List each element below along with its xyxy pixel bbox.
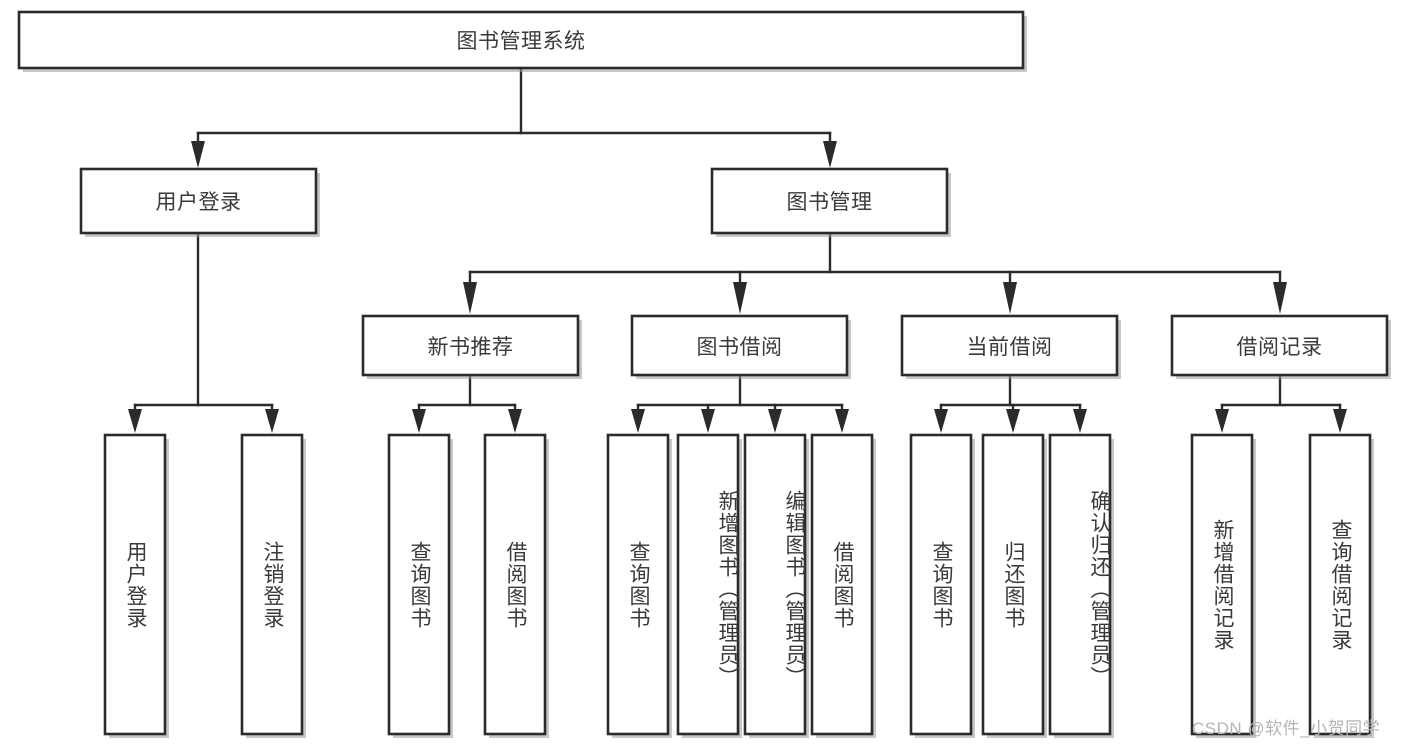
arrow-head-leaf-user-login: [128, 409, 142, 433]
connector-group-borrowrecord-to-leaves: [1215, 373, 1347, 433]
arrow-head-leaf-borrow-book-2: [835, 409, 849, 433]
node-leaf-borrow-book-2-box[interactable]: [810, 433, 876, 738]
arrow-head-leaf-add-book-admin: [701, 409, 715, 433]
arrow-head-current-borrow: [1003, 282, 1017, 314]
arrow-head-leaf-borrow-book-1: [508, 409, 522, 433]
node-leaf-confirm-return-admin-box[interactable]: [1048, 433, 1114, 738]
arrow-head-leaf-query-borrow-record: [1333, 409, 1347, 433]
node-leaf-add-borrow-record-box[interactable]: [1190, 433, 1256, 738]
arrow-head-leaf-query-book-3: [934, 409, 948, 433]
node-book-borrow-box[interactable]: [630, 314, 851, 379]
connector-group-root-to-level1: [191, 66, 837, 168]
connector-group-newbook-to-leaves: [412, 373, 522, 433]
connector-group-bookborrow-to-leaves: [631, 373, 849, 433]
node-user-login-box[interactable]: [79, 167, 320, 237]
node-leaf-query-book-1-box[interactable]: [387, 433, 453, 738]
connector-group-currentborrow-to-leaves: [934, 373, 1087, 433]
arrow-head-leaf-edit-book-admin: [768, 409, 782, 433]
node-borrow-record-box[interactable]: [1170, 314, 1391, 379]
node-leaf-user-logout-box[interactable]: [240, 433, 306, 738]
node-root-box[interactable]: [17, 10, 1027, 72]
node-leaf-add-book-admin-box[interactable]: [676, 433, 742, 738]
arrow-head-user-login: [191, 141, 205, 168]
arrow-head-borrow-record: [1273, 282, 1287, 314]
node-leaf-query-borrow-record-box[interactable]: [1308, 433, 1374, 738]
arrow-head-book-manage: [823, 141, 837, 168]
node-current-borrow-box[interactable]: [900, 314, 1121, 379]
arrow-head-leaf-user-logout: [265, 409, 279, 433]
node-leaf-edit-book-admin-box[interactable]: [743, 433, 809, 738]
node-leaf-return-book-box[interactable]: [981, 433, 1047, 738]
arrow-head-leaf-return-book: [1006, 409, 1020, 433]
arrow-head-leaf-query-book-2: [631, 409, 645, 433]
node-book-manage-box[interactable]: [710, 167, 951, 237]
node-leaf-borrow-book-1-box[interactable]: [483, 433, 549, 738]
arrow-head-leaf-query-book-1: [412, 409, 426, 433]
node-new-book-recommend-box[interactable]: [361, 314, 582, 379]
csdn-watermark: CSDN @软件_小贺同学: [1192, 719, 1381, 738]
arrow-head-leaf-add-borrow-record: [1215, 409, 1229, 433]
arrow-head-new-book-recommend: [463, 282, 477, 314]
node-leaf-query-book-3-box[interactable]: [909, 433, 975, 738]
connector-group-bookmanage-to-level2: [463, 231, 1287, 314]
connector-group-userlogin-to-leaves: [128, 231, 279, 433]
node-leaf-user-login-box[interactable]: [103, 433, 169, 738]
arrow-head-leaf-confirm-return: [1073, 409, 1087, 433]
node-leaf-query-book-2-box[interactable]: [606, 433, 672, 738]
arrow-head-book-borrow: [733, 282, 747, 314]
